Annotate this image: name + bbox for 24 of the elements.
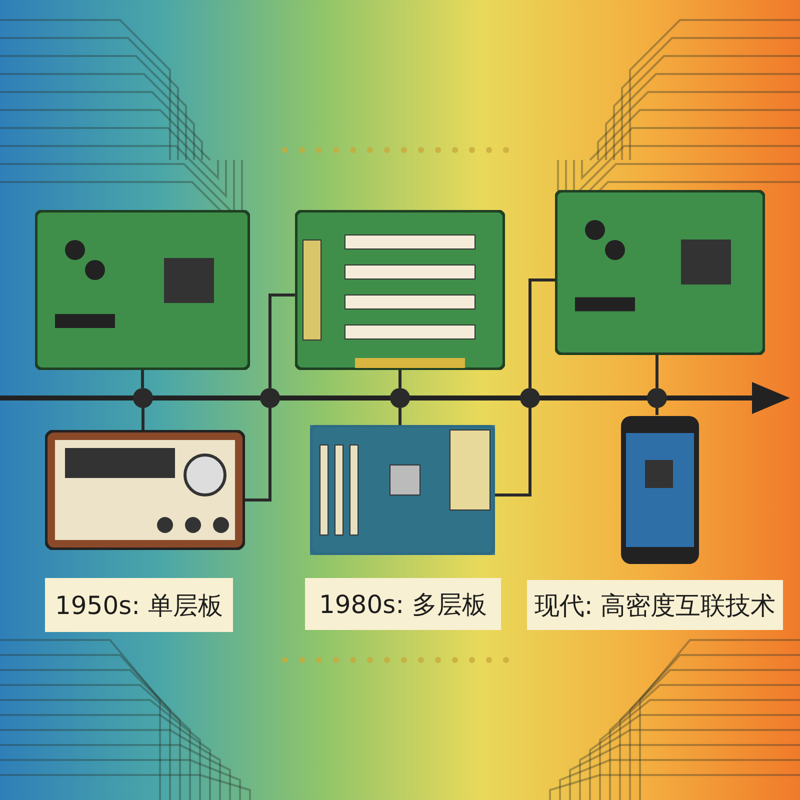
connector-line bbox=[398, 370, 402, 388]
timeline-dot bbox=[260, 388, 280, 408]
circuit-board-drawing bbox=[555, 190, 765, 355]
circuit-board-drawing bbox=[35, 210, 250, 370]
connector-line bbox=[268, 294, 295, 388]
timeline-dot bbox=[647, 388, 667, 408]
connector-line bbox=[398, 408, 402, 425]
circuit-board-drawing bbox=[295, 210, 505, 370]
connector-line bbox=[141, 370, 144, 388]
caption-label: 1950s: 单层板 bbox=[45, 578, 233, 632]
connector-line bbox=[656, 408, 658, 415]
timeline-dot bbox=[520, 388, 540, 408]
smartphone-drawing bbox=[620, 415, 700, 565]
connector-line bbox=[142, 408, 144, 430]
caption-label: 现代: 高密度互联技术 bbox=[527, 580, 783, 630]
connector-line bbox=[656, 355, 658, 388]
timeline-dot bbox=[390, 388, 410, 408]
connector-line bbox=[245, 408, 272, 502]
caption-label: 1980s: 多层板 bbox=[305, 578, 501, 630]
connector-line bbox=[528, 278, 555, 388]
radio-drawing bbox=[45, 430, 245, 550]
timeline-dot bbox=[133, 388, 153, 408]
connector-line bbox=[495, 408, 532, 496]
motherboard-drawing bbox=[310, 425, 495, 555]
